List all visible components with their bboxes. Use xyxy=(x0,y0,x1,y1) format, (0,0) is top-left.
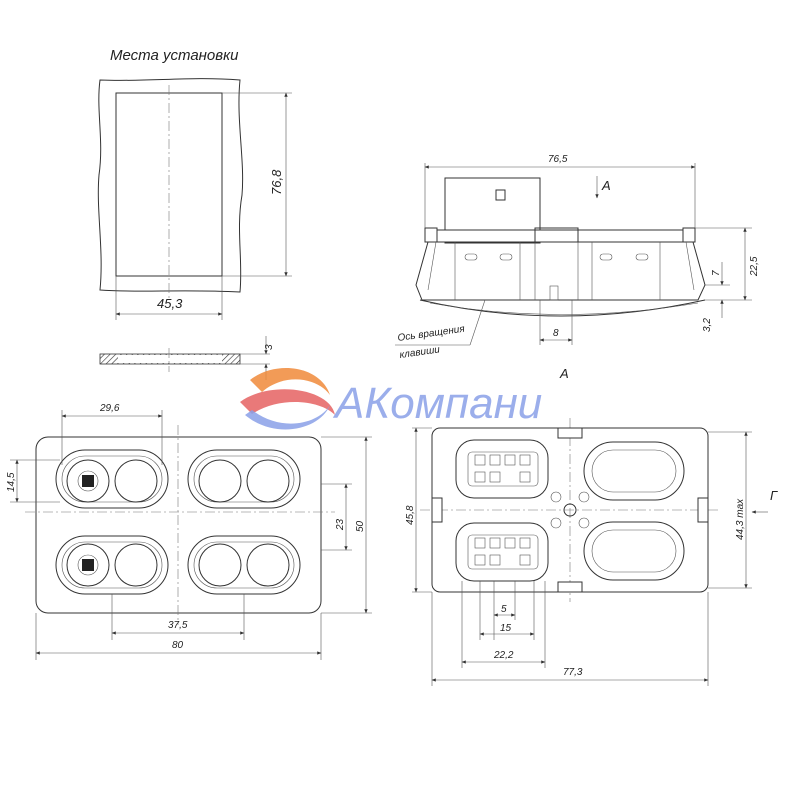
window-icon xyxy=(82,475,94,487)
dim-thickness-label: 3 xyxy=(264,344,275,350)
view-a-dim-15: 15 xyxy=(500,623,512,634)
axis-note-line1: Ось вращения xyxy=(397,324,466,344)
view-a-dim-458: 45,8 xyxy=(405,505,416,525)
view-a-dim-773: 77,3 xyxy=(563,667,583,678)
button-group-bottom-right xyxy=(187,535,301,595)
view-a: 45,8 44,3 max Г 5 15 22,2 77,3 xyxy=(405,418,778,686)
installation-title: Места установки xyxy=(110,47,239,64)
installation-view: Места установки 76,8 45,3 3 xyxy=(97,47,292,380)
side-dim-32: 3,2 xyxy=(702,318,713,332)
axis-note-line2: клавиши xyxy=(399,344,441,361)
front-dim-pitch: 29,6 xyxy=(99,403,120,414)
front-frame xyxy=(35,436,322,614)
installation-outline xyxy=(97,78,244,293)
view-a-arrow-label: Г xyxy=(770,488,778,503)
connector-bottom xyxy=(455,522,549,582)
button-group-top-left xyxy=(55,449,169,509)
connector-top xyxy=(455,439,549,499)
view-a-caption: А xyxy=(559,366,569,381)
front-view: 29,6 14,5 23 50 37,5 80 xyxy=(6,403,372,660)
window-icon xyxy=(82,559,94,571)
view-a-dim-443: 44,3 max xyxy=(735,498,746,540)
side-view: 76,5 А 22,5 7 3,2 8 Ось вращения клавиши… xyxy=(395,154,760,381)
side-dim-width: 76,5 xyxy=(548,154,568,165)
side-view-a-label: А xyxy=(601,178,611,193)
side-dim-height: 22,5 xyxy=(749,256,760,277)
front-dim-14: 14,5 xyxy=(6,472,17,492)
front-dim-50: 50 xyxy=(355,520,366,532)
front-dim-375: 37,5 xyxy=(168,620,188,631)
front-dim-23: 23 xyxy=(335,518,346,531)
empty-slot-bottom xyxy=(583,521,685,581)
empty-slot-top xyxy=(583,441,685,501)
side-dim-8: 8 xyxy=(553,328,559,339)
front-dim-80: 80 xyxy=(172,640,184,651)
dim-height-label: 76,8 xyxy=(269,169,284,195)
watermark-text: АКомпани xyxy=(332,379,542,428)
button-group-top-right xyxy=(187,449,301,509)
view-a-dim-222: 22,2 xyxy=(493,650,514,661)
dim-width-label: 45,3 xyxy=(157,296,183,311)
view-a-dim-5: 5 xyxy=(501,604,507,615)
side-dim-7: 7 xyxy=(711,270,722,276)
watermark-logo: АКомпани xyxy=(240,368,542,430)
